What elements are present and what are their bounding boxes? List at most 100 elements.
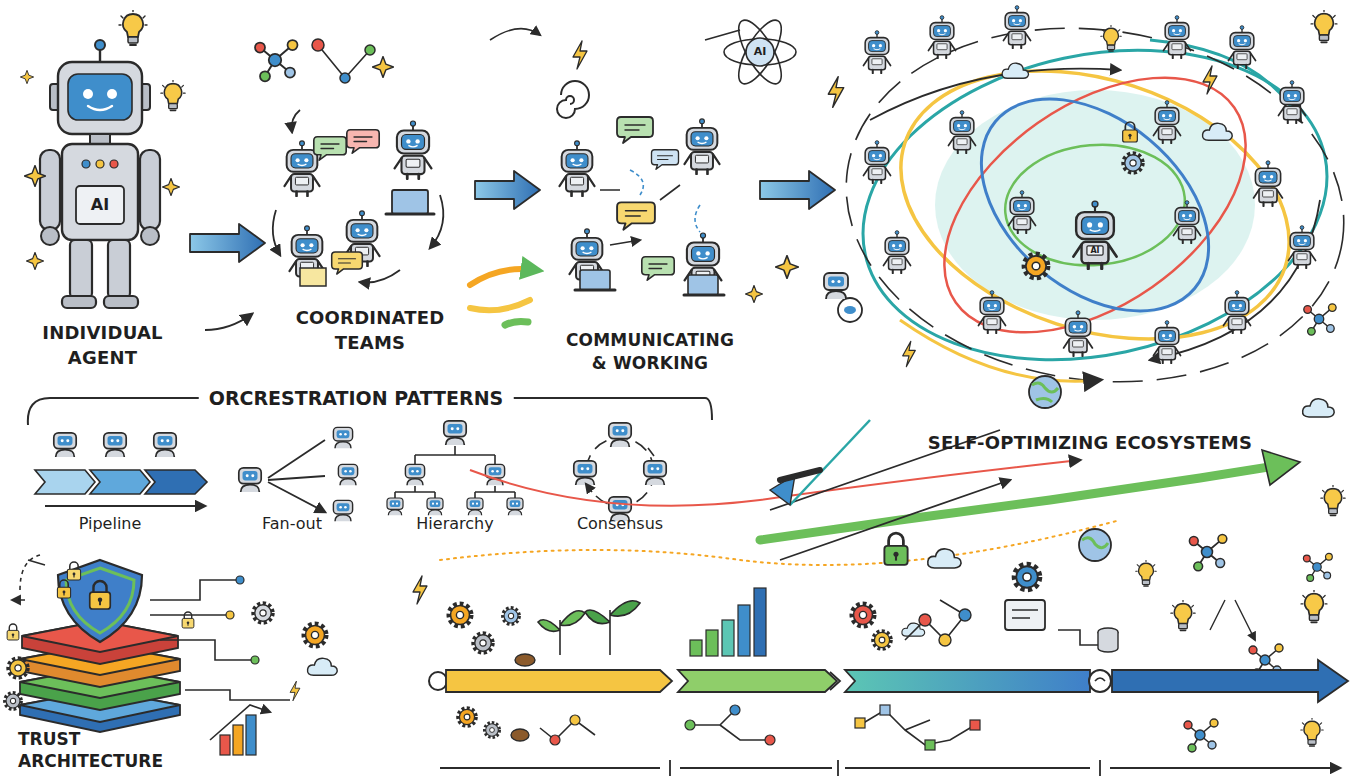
communicating-working-illustration-part xyxy=(490,29,740,40)
ecosystem-illustration-part xyxy=(1003,6,1030,48)
chest-badge: AI xyxy=(1090,246,1099,256)
roadmap-illustration-part xyxy=(1262,450,1300,485)
trust-architecture-illustration-part xyxy=(67,562,80,580)
roadmap-illustration-part xyxy=(970,720,980,730)
communicating-working-illustration-part xyxy=(617,117,653,143)
roadmap-illustration-part xyxy=(1015,565,1040,590)
roadmap-illustration-part xyxy=(678,670,837,692)
ecosystem-illustration xyxy=(823,0,1360,417)
orchestration-patterns-part xyxy=(644,461,666,485)
communicating-working-illustration-part xyxy=(652,150,679,170)
individual-agent-illustration-part xyxy=(70,240,92,298)
trust-architecture-illustration-part xyxy=(58,560,142,642)
coordinated-teams-illustration-part xyxy=(314,137,346,160)
orchestration-patterns-part xyxy=(268,440,325,512)
ecosystem-illustration-part xyxy=(844,306,856,314)
coordinated-teams-illustration-part xyxy=(300,268,326,286)
roadmap-illustration-part xyxy=(1095,678,1105,681)
communicating-working-illustration-part xyxy=(745,285,762,302)
roadmap-illustration-part xyxy=(485,723,500,738)
trust-architecture-illustration-part xyxy=(12,560,45,600)
trust-architecture-illustration-part xyxy=(220,735,230,755)
trust-architecture-illustration-part xyxy=(210,705,270,740)
ecosystem-illustration-part xyxy=(1228,26,1255,68)
communicating-working-illustration-part xyxy=(684,294,724,297)
roadmap-illustration-part xyxy=(845,670,1090,692)
ecosystem-illustration-part xyxy=(1008,191,1035,233)
chest-badge: AI xyxy=(91,195,109,216)
individual-agent-illustration-part xyxy=(41,227,59,245)
ecosystem-illustration-part xyxy=(1203,66,1217,94)
pattern-label: Consensus xyxy=(577,514,663,535)
orchestration-patterns-part xyxy=(333,427,352,448)
orchestration-patterns-part xyxy=(485,464,504,485)
roadmap-illustration-part xyxy=(1089,670,1111,692)
individual-agent-illustration-part xyxy=(20,70,33,83)
trust-architecture-illustration-part xyxy=(182,612,194,628)
ecosystem-illustration-part xyxy=(928,16,955,58)
stage-caption: COORDINATED TEAMS xyxy=(290,306,450,355)
trust-architecture-illustration-part xyxy=(308,658,338,675)
ecosystem-illustration-part xyxy=(1163,16,1190,58)
orchestration-patterns-part xyxy=(154,433,176,457)
individual-agent-illustration-part xyxy=(90,134,110,144)
roadmap-illustration-part xyxy=(470,460,1080,506)
ecosystem-illustration-part xyxy=(1278,81,1305,123)
orchestration-patterns-part xyxy=(333,500,352,521)
pattern-label: Hierarchy xyxy=(416,514,493,535)
roadmap-illustration-part xyxy=(690,640,702,656)
individual-agent-illustration-part xyxy=(161,80,185,110)
roadmap-illustration-part xyxy=(1082,538,1108,548)
roadmap-illustration-part xyxy=(1303,553,1332,581)
roadmap-illustration-part xyxy=(765,735,775,745)
roadmap-illustration-part xyxy=(690,710,770,740)
roadmap-illustration-part xyxy=(730,705,740,715)
orchestration-patterns-part xyxy=(609,423,631,447)
communicating-working-illustration-part xyxy=(580,270,610,290)
roadmap-illustration-part xyxy=(585,601,640,655)
roadmap-illustration xyxy=(429,420,1348,776)
ecosystem-illustration-part xyxy=(903,341,916,366)
communicating-working-illustration-part xyxy=(828,77,843,108)
roadmap-illustration-part xyxy=(446,670,672,692)
coordinated-teams-illustration-part xyxy=(360,270,400,283)
communicating-working-illustration-part xyxy=(505,321,528,325)
roadmap-illustration-part xyxy=(1012,610,1038,618)
roadmap-illustration-part xyxy=(570,715,580,725)
roadmap-illustration-part xyxy=(925,740,935,750)
individual-agent-illustration-part xyxy=(108,240,130,298)
trust-architecture-illustration-part xyxy=(226,611,234,619)
orchestration-patterns-part xyxy=(145,470,207,494)
individual-agent-illustration-part xyxy=(96,160,104,168)
coordinated-teams-illustration-part xyxy=(255,40,298,81)
roadmap-illustration-part xyxy=(706,630,718,656)
ecosystem-illustration-part xyxy=(823,0,1360,413)
ecosystem-illustration-part xyxy=(1073,201,1116,269)
roadmap-illustration-part xyxy=(1301,718,1323,746)
ecosystem-illustration-part xyxy=(898,26,1291,385)
roadmap-illustration-part xyxy=(790,420,870,505)
individual-agent-illustration-part xyxy=(88,106,112,110)
coordinated-teams-illustration-part xyxy=(292,110,300,132)
individual-agent-illustration-part xyxy=(83,89,93,99)
communicating-working-illustration-part xyxy=(557,81,589,118)
ecosystem-illustration-part xyxy=(1123,122,1138,142)
orchestration-patterns-part xyxy=(395,486,515,498)
roadmap-illustration-part xyxy=(458,708,476,726)
trust-architecture-illustration-part xyxy=(57,580,70,598)
trust-architecture-illustration-part xyxy=(8,658,27,677)
individual-agent-illustration-part xyxy=(104,296,138,308)
roadmap-illustration-part xyxy=(1136,560,1157,586)
individual-agent-illustration-part xyxy=(110,160,118,168)
roadmap-illustration-part xyxy=(780,470,820,480)
stage-group: SELF-OPTIMIZING ECOSYSTEMS xyxy=(835,10,1345,455)
ecosystem-illustration-part xyxy=(863,31,890,73)
roadmap-illustration-part xyxy=(429,672,447,690)
progress-arrow xyxy=(190,224,265,262)
ecosystem-illustration-part xyxy=(1153,321,1180,363)
roadmap-illustration-part xyxy=(830,672,840,690)
individual-agent-illustration-part xyxy=(26,252,43,269)
pattern-label: Fan-out xyxy=(262,514,322,535)
roadmap-illustration-part xyxy=(473,633,492,652)
